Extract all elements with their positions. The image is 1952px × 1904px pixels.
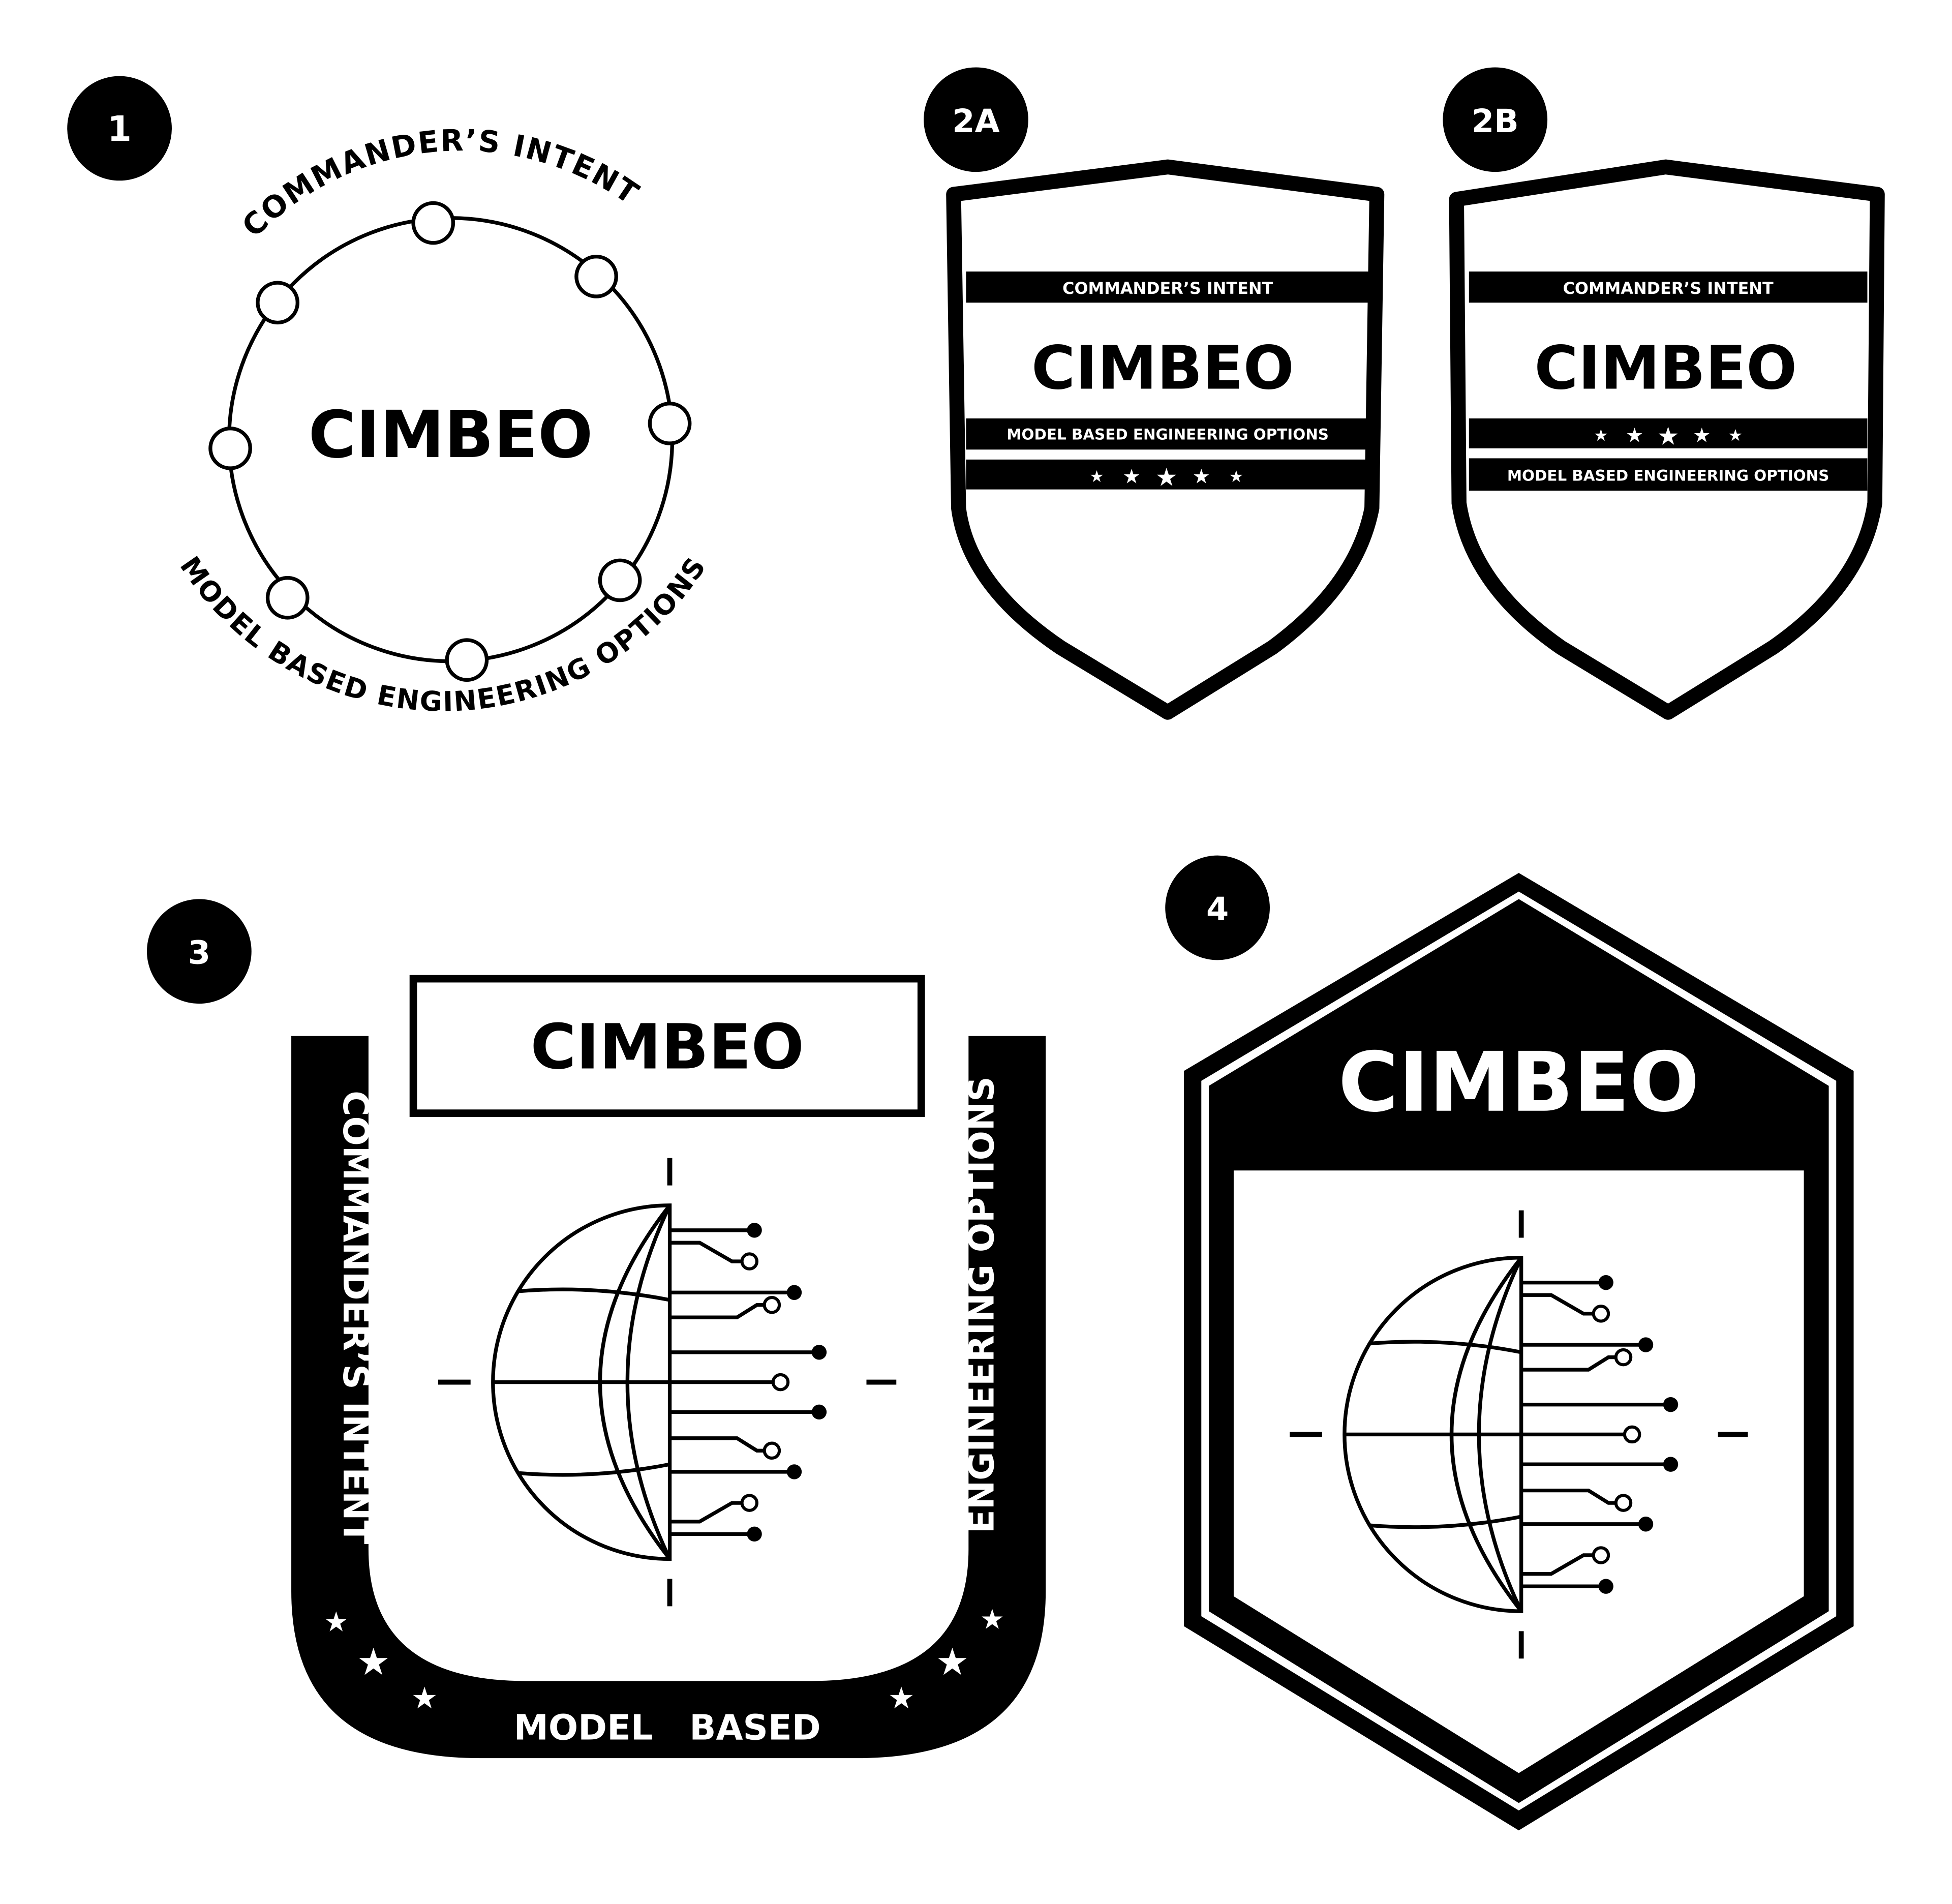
side-text-left: COMMANDER’S INTENT <box>335 1091 376 1544</box>
star-icon: ★ <box>1155 463 1178 492</box>
concept-badge-label: 1 <box>107 109 132 149</box>
top-banner <box>966 271 1369 303</box>
logo-wordmark: CIMBEO <box>1338 1035 1699 1131</box>
concept-badge-1 <box>67 76 172 181</box>
star-icon: ★ <box>1089 467 1104 486</box>
star-icon: ★ <box>1693 425 1711 447</box>
star-row: ★ ★ ★ ★ ★ <box>1594 421 1743 450</box>
concept-badge-2b <box>1443 67 1548 172</box>
concept-4: 4 CIMBEO <box>1165 855 1854 1831</box>
logo-wordmark: CIMBEO <box>1031 333 1294 403</box>
bottom-banner <box>966 418 1369 450</box>
concept-badge-label: 4 <box>1206 891 1229 928</box>
star-icon: ★ <box>324 1606 348 1638</box>
star-row: ★ ★ ★ ★ ★ <box>1089 463 1243 492</box>
bottom-banner-text: MODEL BASED ENGINEERING OPTIONS <box>1507 467 1829 485</box>
star-icon: ★ <box>1728 426 1743 445</box>
star-icon: ★ <box>1626 425 1643 447</box>
star-icon: ★ <box>888 1680 915 1715</box>
top-banner-text: COMMANDER’S INTENT <box>1563 279 1774 298</box>
concept-2b: 2B COMMANDER’S INTENT CIMBEO ★ ★ ★ ★ ★ M… <box>1443 67 1885 720</box>
concept-badge-4 <box>1165 855 1270 960</box>
side-text-right: ENGINEERING OPTIONS <box>961 1076 1002 1533</box>
star-band <box>966 459 1369 490</box>
concept-badge-2a <box>924 67 1028 172</box>
shield-outline <box>1449 159 1885 720</box>
star-icon: ★ <box>936 1641 969 1684</box>
bottom-banner-text: MODEL BASED ENGINEERING OPTIONS <box>1006 426 1329 443</box>
circuit-globe-icon <box>438 1158 896 1607</box>
star-icon: ★ <box>1657 421 1680 450</box>
top-banner-text: COMMANDER’S INTENT <box>1062 279 1273 298</box>
bottom-banner <box>1469 458 1868 491</box>
logo-wordmark: CIMBEO <box>1534 333 1797 403</box>
logo-wordmark: CIMBEO <box>309 398 593 473</box>
concept-badge-label: 2A <box>952 103 1000 140</box>
concept-2a: 2A COMMANDER’S INTENT CIMBEO MODEL BASED… <box>924 67 1385 720</box>
star-icon: ★ <box>1229 467 1244 486</box>
star-icon: ★ <box>1123 465 1141 488</box>
title-plate <box>409 975 925 1117</box>
shield-frame <box>291 1036 1046 1759</box>
star-icon: ★ <box>980 1603 1004 1635</box>
top-banner <box>1469 271 1868 303</box>
star-icon: ★ <box>411 1680 438 1715</box>
star-icon: ★ <box>1594 426 1608 445</box>
hexagon-panel <box>1233 1170 1804 1773</box>
concept-3: 3 CIMBEO COMMANDER’S INTENT ENGINEERING … <box>146 899 1046 1759</box>
star-icon: ★ <box>1193 465 1210 488</box>
concept-badge-label: 2B <box>1472 103 1519 140</box>
concept-badge-3 <box>146 899 252 1004</box>
logo-wordmark: CIMBEO <box>531 1010 804 1083</box>
network-ring-icon <box>208 201 692 682</box>
star-band <box>1469 418 1868 448</box>
star-icon: ★ <box>357 1641 390 1684</box>
star-row: ★ ★ ★ ★ ★ ★ <box>324 1603 1004 1715</box>
shield-outline <box>946 159 1385 720</box>
bottom-text: MODEL BASED <box>514 1707 821 1748</box>
concept-1: 1 COMMANDER’S INTENT MODEL BASED ENGINEE… <box>67 76 711 718</box>
concept-badge-label: 3 <box>188 934 210 972</box>
